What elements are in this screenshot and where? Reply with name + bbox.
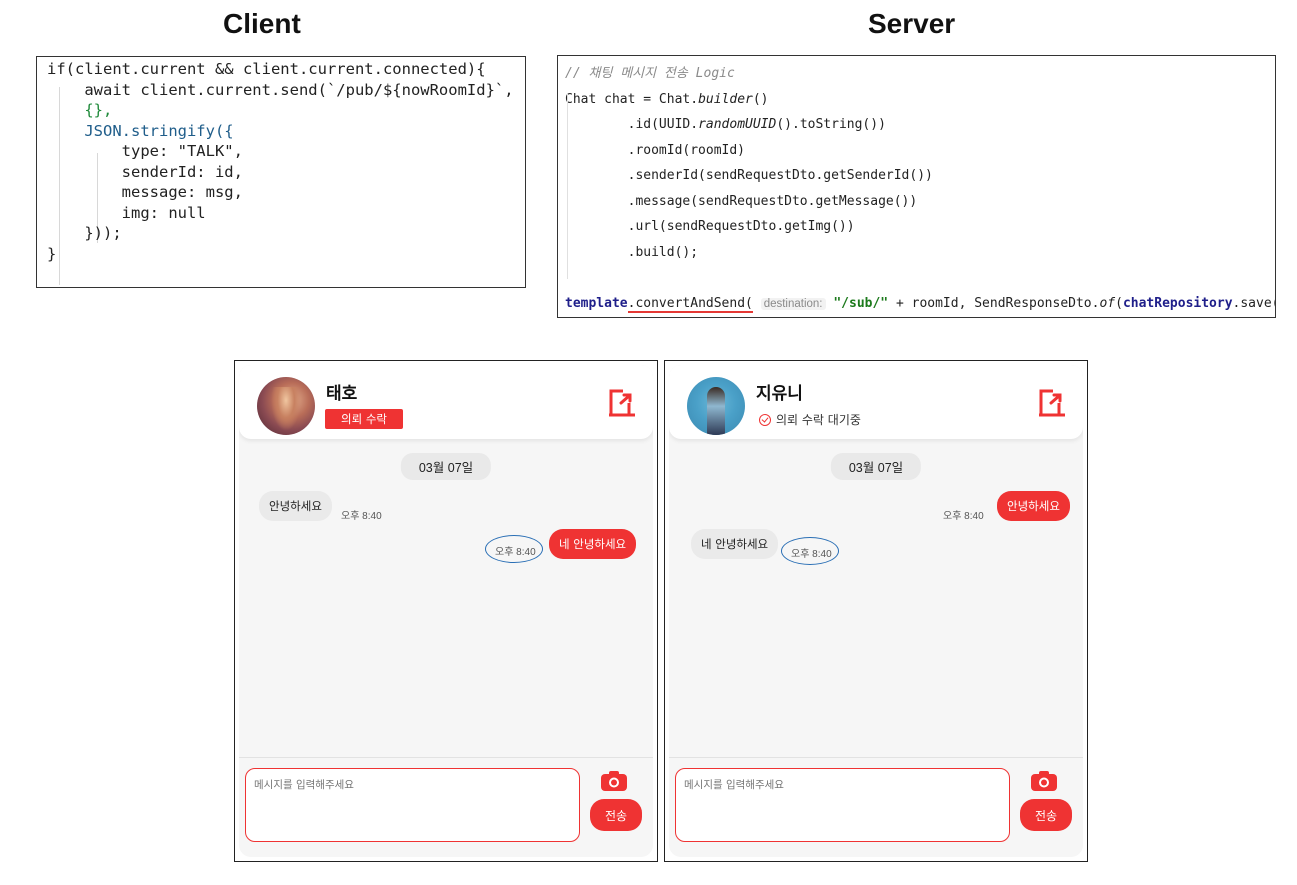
code-line: senderId: id, (47, 162, 243, 181)
code-token: + roomId, SendResponseDto. (888, 295, 1100, 311)
avatar-figure (271, 387, 301, 431)
incoming-message: 네 안녕하세요 (691, 529, 779, 559)
message-input[interactable] (245, 768, 580, 842)
code-token: Chat chat = Chat. (565, 91, 699, 107)
code-line: type: "TALK", (47, 142, 243, 160)
code-line: if(client.current && client.current.conn… (47, 60, 486, 78)
chat-container: 지유니 의뢰 수락 대기중 03월 07일 안녕하세요 오후 8:40 네 안녕… (669, 365, 1083, 857)
server-code-panel: // 채팅 메시지 전송 Logic Chat chat = Chat.buil… (557, 55, 1276, 318)
chat-container: 태호 의뢰 수락 03월 07일 안녕하세요 오후 8:40 네 안녕하세요 오… (239, 365, 653, 857)
avatar (687, 377, 745, 435)
code-line: })); (47, 224, 122, 242)
indent-guide (567, 94, 568, 279)
date-divider: 03월 07일 (400, 453, 492, 480)
param-hint: destination: (760, 297, 826, 310)
code-token: .save(chat))); (1232, 295, 1275, 311)
message-time: 오후 8:40 (341, 511, 382, 522)
partner-name: 지유니 (756, 384, 803, 404)
code-line: .id(UUID.randomUUID().toString()) (565, 112, 1275, 138)
code-line: Chat chat = Chat.builder() (565, 87, 1275, 113)
code-comment: // 채팅 메시지 전송 Logic (565, 66, 735, 81)
indent-guide (59, 87, 60, 285)
code-line: .senderId(sendRequestDto.getSenderId()) (565, 168, 933, 183)
indent-guide (97, 153, 98, 243)
code-line: .message(sendRequestDto.getMessage()) (565, 193, 918, 209)
code-line: img: null (47, 203, 206, 222)
chat-screen-left: 태호 의뢰 수락 03월 07일 안녕하세요 오후 8:40 네 안녕하세요 오… (234, 360, 658, 862)
outgoing-message: 네 안녕하세요 (549, 529, 637, 559)
input-divider (239, 757, 653, 758)
camera-icon[interactable] (1030, 770, 1058, 792)
partner-name: 태호 (326, 384, 358, 404)
code-token: () (752, 91, 769, 107)
code-line: .roomId(roomId) (565, 142, 746, 158)
code-line: .url(sendRequestDto.getImg()) (565, 219, 855, 234)
status-text: 의뢰 수락 대기중 (759, 411, 861, 428)
chat-header: 태호 의뢰 수락 (239, 365, 653, 439)
avatar (257, 377, 315, 435)
client-heading: Client (223, 8, 301, 39)
code-token: "/sub/" (833, 295, 889, 311)
code-token: builder (698, 91, 753, 107)
send-button[interactable]: 전송 (1020, 799, 1072, 831)
code-token-underlined: .convertAndSend( (627, 295, 753, 313)
code-line: message: msg, (47, 183, 243, 201)
chat-screen-right: 지유니 의뢰 수락 대기중 03월 07일 안녕하세요 오후 8:40 네 안녕… (664, 360, 1088, 862)
incoming-message: 안녕하세요 (259, 491, 332, 521)
code-line: } (47, 244, 57, 263)
status-label: 의뢰 수락 대기중 (776, 413, 861, 427)
outgoing-message: 안녕하세요 (997, 491, 1070, 521)
status-badge: 의뢰 수락 (325, 409, 403, 429)
exit-icon[interactable] (1037, 387, 1067, 419)
annotation-circle (781, 537, 839, 565)
code-line: await client.current.send(`/pub/${nowRoo… (47, 80, 514, 99)
server-heading: Server (868, 8, 956, 39)
code-line: template.convertAndSend( destination: "/… (565, 291, 1275, 317)
code-token: ().toString()) (776, 117, 886, 132)
client-code-panel: if(client.current && client.current.conn… (36, 56, 526, 288)
chat-header: 지유니 의뢰 수락 대기중 (669, 365, 1083, 439)
code-line: .build(); (565, 244, 699, 260)
camera-icon[interactable] (600, 770, 628, 792)
check-circle-icon (759, 414, 771, 426)
code-token: ( (1115, 295, 1123, 311)
send-button[interactable]: 전송 (590, 799, 642, 831)
code-token: .id(UUID. (565, 117, 699, 132)
code-token: chatRepository (1122, 295, 1233, 311)
message-input[interactable] (675, 768, 1010, 842)
input-divider (669, 757, 1083, 758)
avatar-figure (707, 387, 725, 435)
code-line: JSON.stringify({ (47, 121, 234, 140)
code-token: template (565, 295, 628, 311)
message-time: 오후 8:40 (943, 511, 984, 522)
date-divider: 03월 07일 (830, 453, 922, 480)
code-token: randomUUID (698, 117, 777, 132)
code-line-blank (565, 265, 1275, 291)
code-line: {}, (47, 101, 113, 119)
exit-icon[interactable] (607, 387, 637, 419)
code-token: of (1099, 295, 1116, 311)
annotation-circle (485, 535, 543, 563)
